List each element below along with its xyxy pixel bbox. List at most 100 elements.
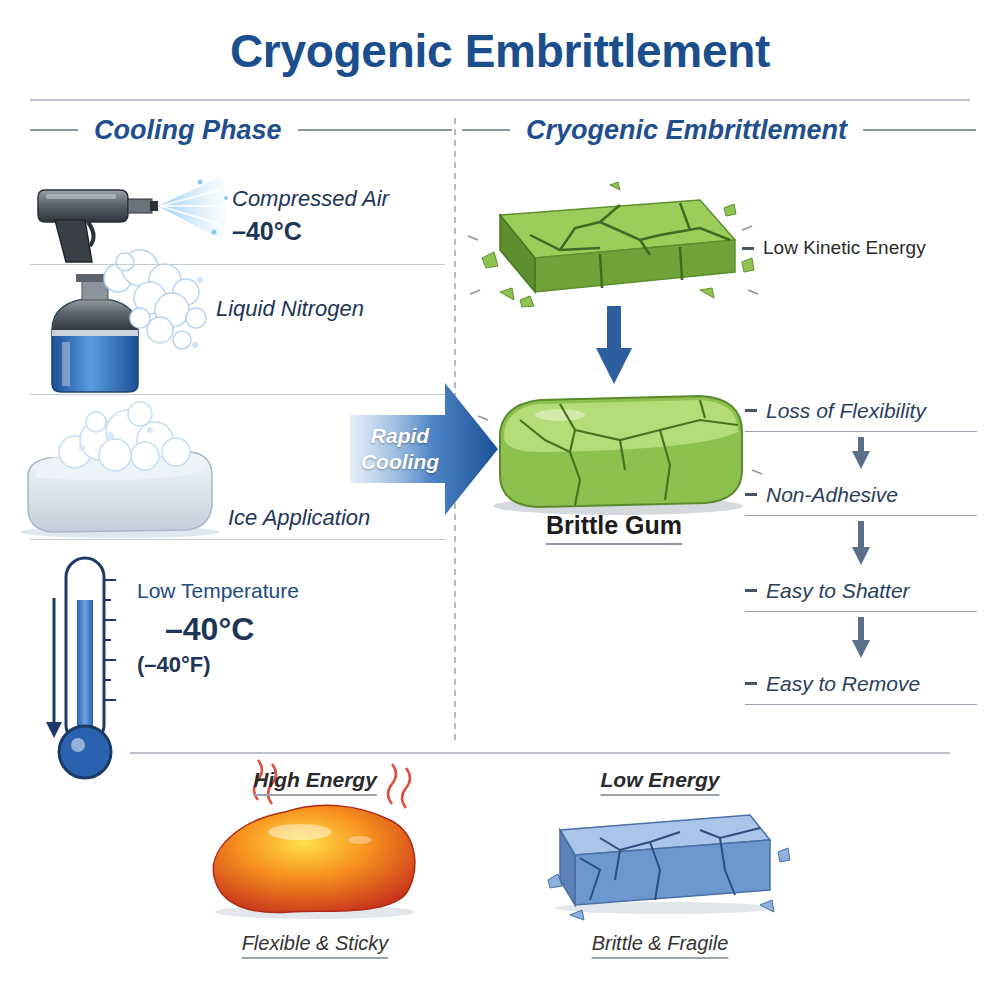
diagram-title: Cryogenic Embrittlement	[0, 24, 1000, 78]
nitrogen-vapor	[116, 253, 134, 271]
thermometer-icon	[104, 659, 116, 661]
nitrogen-vapor	[130, 308, 150, 328]
air-gun-icon	[128, 199, 152, 213]
property-item: Easy to Remove	[745, 663, 977, 705]
air-gun-icon	[160, 205, 222, 207]
air-gun-icon	[160, 206, 220, 224]
nitrogen-tank-icon	[52, 274, 138, 392]
flow-arrow	[607, 306, 621, 348]
thermometer-icon	[104, 619, 116, 621]
thermometer-icon	[104, 579, 116, 581]
brittle-gum-icon	[575, 420, 738, 440]
cooling-method-row: Compressed Air–40°C	[30, 165, 445, 265]
brittle-gum-icon	[700, 400, 705, 418]
cooling-method-row: Liquid Nitrogen	[30, 265, 445, 395]
divider-lines	[30, 100, 970, 753]
ice-block-icon	[20, 402, 220, 538]
flow-arrow	[858, 521, 864, 547]
property-label: Non-Adhesive	[745, 482, 898, 507]
shattered-gum-icon	[680, 203, 690, 230]
brittle-gum-icon	[500, 396, 742, 507]
shattered-gum-icon	[470, 290, 480, 294]
shattered-gum-icon	[680, 247, 682, 280]
arrow-label: Rapid Cooling	[350, 423, 450, 475]
ice-block-icon	[79, 445, 85, 451]
shattered-gum-icon	[535, 240, 735, 292]
frozen-gum-icon	[615, 850, 620, 880]
ice-block-icon	[162, 438, 190, 466]
thermometer-icon	[53, 598, 56, 724]
frozen-gum-icon	[700, 828, 760, 838]
brittle-gum-icon	[520, 420, 570, 452]
shattered-gum-icon	[530, 203, 730, 288]
shattered-gum-icon	[468, 182, 758, 307]
nitrogen-tank-icon	[62, 342, 70, 386]
nitrogen-vapor	[192, 342, 198, 348]
nitrogen-vapor	[147, 317, 173, 343]
frozen-gum-icon	[760, 900, 774, 912]
method-label: Ice Application	[228, 505, 370, 531]
shattered-gum-icon	[600, 254, 602, 288]
frozen-gum-icon	[548, 848, 790, 920]
rapid-cooling-arrow: Rapid Cooling	[350, 383, 498, 515]
molten-gum-icon	[402, 768, 410, 808]
molten-gum-icon	[388, 764, 396, 804]
effect-label: Low Kinetic Energy	[742, 237, 926, 260]
frozen-gum-icon	[560, 830, 575, 905]
ice-block-icon	[59, 402, 190, 471]
shattered-gum-icon	[610, 182, 620, 190]
thermometer-icon	[104, 699, 116, 701]
temperature-value: –40°C	[165, 610, 254, 648]
state-label: Flexible & Sticky	[200, 931, 430, 955]
arrow-shape	[350, 383, 498, 515]
shattered-gum-icon	[748, 290, 758, 294]
air-gun-icon	[198, 180, 203, 185]
thermometer-icon	[46, 558, 116, 778]
nitrogen-vapor	[186, 308, 206, 328]
energy-state-box: Low EnergyBrittle & Fragile	[545, 765, 775, 975]
property-item: Non-Adhesive	[745, 474, 977, 516]
thermometer-icon	[71, 738, 85, 752]
air-gun-icon	[212, 230, 217, 235]
nitrogen-vapor	[173, 331, 191, 349]
shattered-gum-box: Low Kinetic Energy	[490, 192, 738, 302]
ice-block-icon	[131, 442, 159, 470]
property-label: Easy to Shatter	[745, 578, 910, 603]
nitrogen-tank-icon	[82, 280, 108, 300]
state-label: Brittle & Fragile	[545, 931, 775, 955]
air-gun-icon	[55, 220, 92, 262]
divider-lines	[30, 99, 970, 101]
temperature-row: Low Temperature–40°C(–40°F)	[30, 540, 445, 745]
shattered-gum-icon	[640, 240, 650, 255]
shattered-gum-icon	[530, 235, 600, 250]
brittle-gum-icon	[620, 440, 625, 470]
air-gun-icon	[46, 194, 116, 199]
shattered-gum-icon	[482, 252, 498, 268]
brittle-gum-icon	[478, 416, 762, 474]
temperature-value: –40°C	[232, 216, 302, 246]
brittle-gum-icon	[560, 404, 580, 505]
air-gun-icon	[158, 176, 227, 240]
shattered-gum-icon	[520, 296, 534, 307]
air-gun-icon	[38, 176, 228, 262]
shattered-gum-icon	[482, 182, 754, 307]
air-gun-icon	[224, 196, 228, 200]
thermometer-icon	[46, 722, 62, 738]
nitrogen-tank-icon	[52, 330, 138, 336]
ice-block-icon	[86, 412, 106, 432]
brittle-gum-icon	[535, 409, 585, 421]
ice-block-icon	[147, 427, 153, 433]
energy-label: Low Energy	[545, 767, 775, 792]
frozen-gum-icon	[575, 840, 770, 905]
shattered-gum-icon	[468, 236, 478, 240]
thermometer-icon	[104, 580, 116, 700]
divider-lines	[130, 752, 950, 754]
flow-arrow	[858, 617, 864, 640]
flow-arrow	[858, 437, 864, 451]
brittle-gum-icon	[660, 430, 670, 500]
shattered-gum-icon	[500, 288, 514, 300]
molten-gum-icon	[348, 836, 372, 844]
energy-state-box: High EnergyFlexible & Sticky	[200, 765, 430, 975]
thermometer-icon	[104, 679, 111, 681]
property-label: Easy to Remove	[745, 671, 920, 696]
